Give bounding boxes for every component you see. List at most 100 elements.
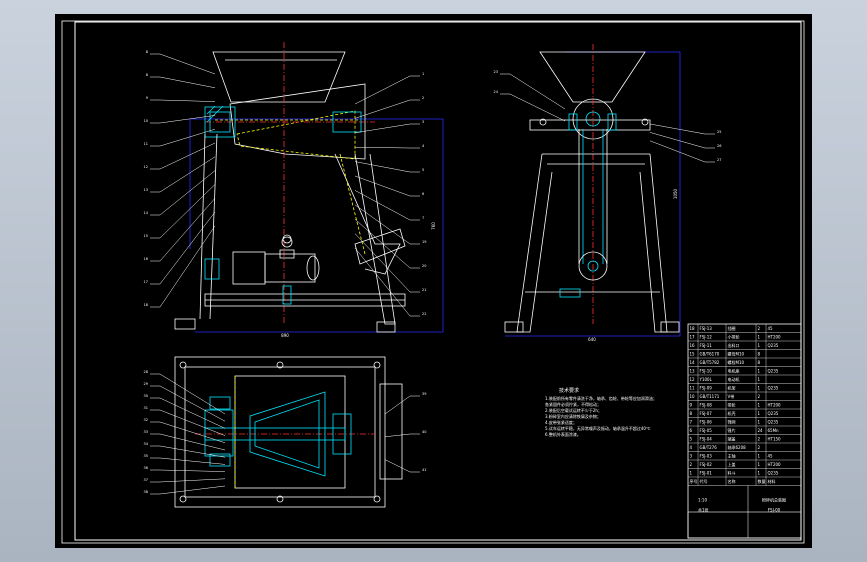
leader-line xyxy=(159,457,226,465)
leader-line xyxy=(159,445,226,458)
part-balloon-label: 8 xyxy=(146,50,148,54)
parts-list-cell: V带 xyxy=(728,394,735,399)
frame-left-post xyxy=(199,133,206,320)
leader-line xyxy=(649,140,706,163)
part-balloon-label: 21 xyxy=(422,288,426,292)
parts-list-cell: 1 xyxy=(690,471,693,476)
parts-list-cell: 4 xyxy=(690,445,693,450)
frame-left-post-2 xyxy=(209,133,218,320)
leader-line xyxy=(159,225,216,308)
motor-end xyxy=(232,251,266,285)
leader-line xyxy=(159,211,216,285)
parts-list-cell: FSJ-06 xyxy=(700,420,713,425)
dimension-text: 760 xyxy=(431,222,436,230)
part-balloon-label: 8 xyxy=(146,73,148,77)
leader-line xyxy=(159,53,216,75)
part-balloon-label: 25 xyxy=(717,130,721,134)
balloon-layer: 8891011121314151617181234567192021222324… xyxy=(144,50,721,495)
leader-line xyxy=(159,433,226,451)
part-balloon-label: 9 xyxy=(146,96,148,100)
dimension-text: 640 xyxy=(588,337,596,342)
parts-list-cell: 65Mn xyxy=(768,428,780,433)
parts-list-cell: 10 xyxy=(690,394,696,399)
top-pulley-upper xyxy=(209,396,231,410)
leader-line xyxy=(354,161,411,173)
motor-top-eye xyxy=(282,234,292,244)
part-balloon-label: 23 xyxy=(494,70,498,74)
part-balloon-label: 31 xyxy=(144,406,148,410)
top-inner-box xyxy=(234,375,346,489)
side-view xyxy=(504,44,681,337)
parts-list-cell: 主轴 xyxy=(728,453,736,459)
leader-line xyxy=(354,247,411,317)
parts-list-cell: FSJ-09 xyxy=(700,386,713,391)
parts-list-cell: 1 xyxy=(758,369,761,374)
parts-list-cell: GB/T5782 xyxy=(700,360,720,365)
parts-list-cell: 9 xyxy=(690,403,693,408)
parts-list-cell: 2 xyxy=(690,462,693,467)
top-right-bearing xyxy=(332,413,352,455)
leader-line xyxy=(354,146,411,149)
parts-list-cell: 螺栓M10 xyxy=(728,359,745,365)
leader-line xyxy=(354,99,411,119)
parts-list-cell: 1 xyxy=(758,343,761,348)
parts-list-cell: 2 xyxy=(758,326,761,331)
side-bolt-left xyxy=(539,118,547,126)
signature-box xyxy=(687,511,802,539)
top-bolt-mb xyxy=(276,495,284,503)
part-balloon-label: 15 xyxy=(144,234,148,238)
part-balloon-label: 12 xyxy=(144,165,148,169)
leader-line xyxy=(159,128,216,147)
parts-list-cell: 1 xyxy=(758,386,761,391)
top-bolt-mt xyxy=(276,361,284,369)
hopper xyxy=(212,51,346,103)
leader-line xyxy=(159,99,216,102)
top-frame-inner xyxy=(184,366,376,498)
side-right-foot xyxy=(660,321,680,333)
drawing-scale: 1:10 xyxy=(698,498,707,503)
technical-notes-title: 技术要求 xyxy=(559,388,580,394)
left-bearing-inner xyxy=(209,111,231,133)
parts-list-cell: FSJ-07 xyxy=(700,411,713,416)
leader-line xyxy=(354,190,411,221)
motor-bolt xyxy=(282,285,292,305)
leader-line xyxy=(159,373,226,415)
leader-line xyxy=(354,75,411,105)
parts-list-cell: FSJ-03 xyxy=(700,454,713,459)
parts-list-cell: 1 xyxy=(758,335,761,340)
part-balloon-label: 32 xyxy=(144,418,148,422)
parts-list-cell: 机架 xyxy=(728,385,736,391)
side-motor-base xyxy=(559,288,581,298)
technical-note-line: 2.装配后空载试运转不少于2h； xyxy=(545,408,602,413)
leader-line xyxy=(384,433,411,438)
part-balloon-label: 7 xyxy=(422,216,424,220)
housing-slant-hidden xyxy=(339,153,366,255)
parts-list-cell: Q235 xyxy=(768,369,779,374)
part-balloon-label: 20 xyxy=(422,264,426,268)
part-balloon-label: 39 xyxy=(422,392,426,396)
technical-note-line: 4.皮带张紧适度； xyxy=(545,420,577,425)
parts-list-cell: GB/T276 xyxy=(700,445,718,450)
side-left-leg xyxy=(516,153,553,333)
parts-list-cell: 12 xyxy=(690,377,696,382)
leader-line xyxy=(159,385,226,422)
parts-list-cell: 1 xyxy=(758,471,761,476)
parts-list-cell: 2 xyxy=(758,394,761,399)
parts-list-cell: FSJ-12 xyxy=(700,335,713,340)
front-right-leg xyxy=(354,153,396,325)
leader-line xyxy=(159,421,226,444)
part-balloon-label: 37 xyxy=(144,478,148,482)
front-dimension-outline xyxy=(190,118,444,333)
parts-list-cell: 轴承6208 xyxy=(728,444,747,450)
parts-list-cell: 18 xyxy=(690,326,696,331)
technical-note-line: 5.试车运转平稳，无异常噪声及振动，轴承温升不超过40℃ xyxy=(545,426,651,431)
leader-line xyxy=(509,73,566,110)
parts-list-cell: 电动机 xyxy=(728,376,740,382)
parts-list-cell: 料斗 xyxy=(728,470,736,476)
part-balloon-label: 24 xyxy=(494,90,499,94)
parts-list-cell: 13 xyxy=(690,369,696,374)
part-balloon-label: 4 xyxy=(422,144,425,148)
parts-list-cell: FSJ-13 xyxy=(700,326,713,331)
motor-fan-cover xyxy=(306,255,320,281)
